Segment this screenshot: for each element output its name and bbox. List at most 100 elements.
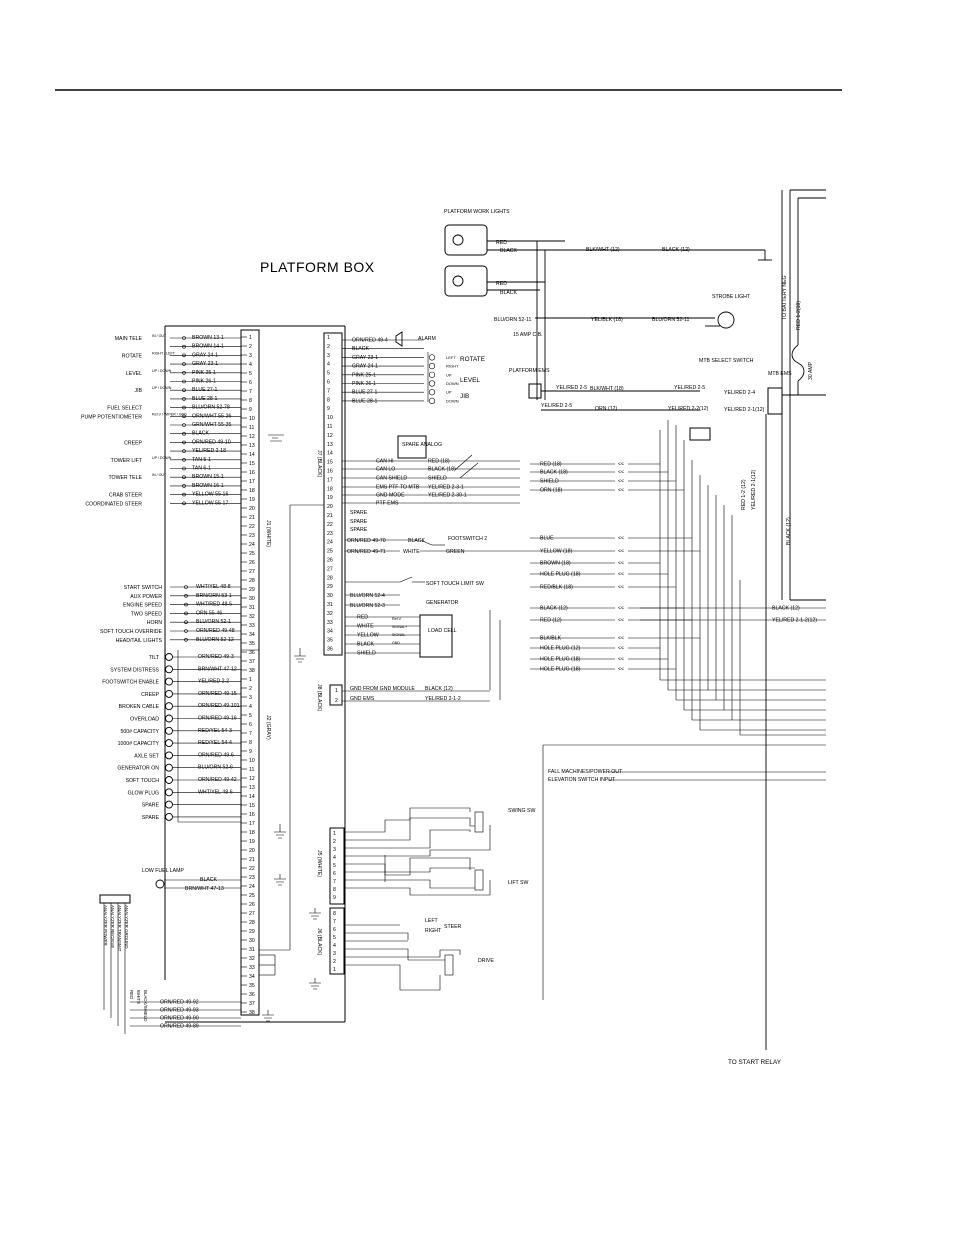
- harness-row: HOLE PLUG (18)<<: [530, 572, 668, 578]
- pin-number: 13: [249, 443, 255, 449]
- pin-number: 34: [249, 632, 255, 638]
- wire-label: GRAY 24-1: [352, 364, 378, 370]
- pin-number: 33: [327, 620, 333, 626]
- pin-number: 11: [249, 767, 254, 773]
- lamp-label: 500# CAPACITY: [120, 729, 159, 735]
- internal-jumpers: [177, 504, 324, 976]
- wire-label: HOLE PLUG (18): [540, 572, 581, 578]
- svg-text:ROTATE: ROTATE: [460, 356, 485, 363]
- pin-number: 11: [327, 424, 332, 430]
- pin-number: 37: [249, 1001, 255, 1007]
- pin-number: 8: [327, 397, 330, 403]
- pin-number: 36: [327, 647, 333, 653]
- harness-row: ORN (18)<<: [530, 488, 684, 494]
- harness-row: HOLE PLUG (18)<<: [530, 667, 676, 673]
- control-label: START SWITCH: [124, 585, 163, 591]
- pin-mark: <<: [618, 549, 624, 555]
- pin-number: 32: [249, 956, 255, 962]
- j2-label: J2 (GRAY): [265, 715, 271, 740]
- svg-text:GREEN: GREEN: [446, 549, 465, 555]
- ground-symbols: [262, 434, 321, 1022]
- loadcell-wire: WHITE: [357, 624, 374, 630]
- j7-label: J7 (BLACK): [316, 450, 322, 478]
- pin-number: 1: [249, 335, 252, 341]
- loadcell-wire: BLACK: [357, 642, 375, 648]
- wire-label: RED (18): [540, 462, 562, 468]
- pin-number: 14: [249, 794, 255, 800]
- pin-number: 26: [249, 560, 255, 566]
- pin-number: 29: [249, 587, 255, 593]
- svg-text:WHITE: WHITE: [403, 549, 420, 555]
- wire-label: PINK 26-1: [352, 381, 376, 387]
- signal-label: GND MODE: [376, 493, 405, 499]
- j1-control-row: GRAY 23-1: [170, 361, 241, 367]
- pin-number: 1: [333, 967, 336, 973]
- wire-label: YEL/RED 2-1-2(12): [772, 618, 817, 624]
- svg-text:BLU/ORN 52-11: BLU/ORN 52-11: [652, 317, 689, 323]
- pin-number: 30: [249, 938, 255, 944]
- pin-number: 3: [249, 353, 252, 359]
- pin-number: 2: [249, 686, 252, 692]
- svg-text:GENERATOR: GENERATOR: [426, 600, 459, 606]
- pin-number: 5: [249, 371, 252, 377]
- signal-label: EMS PTF TO MTB: [376, 485, 420, 491]
- control-label: HORN: [147, 620, 163, 626]
- pin-number: 36: [249, 650, 255, 656]
- loadcell-signal: Ref.V: [392, 617, 402, 621]
- soft-touch-limit: SOFT TOUCH LIMIT SW: [345, 576, 484, 587]
- pin-number: 38: [249, 668, 255, 674]
- pin-mark: <<: [618, 657, 624, 663]
- pin-number: 35: [249, 983, 255, 989]
- pin-number: 9: [333, 895, 336, 901]
- svg-text:MTB EMS: MTB EMS: [768, 371, 792, 377]
- pin-number: 20: [249, 506, 255, 512]
- pin-number: 14: [327, 451, 333, 457]
- harness-row: HOLE PLUG (12)<<: [530, 646, 660, 652]
- pin-number: 7: [249, 731, 252, 737]
- pin-number: 17: [327, 477, 333, 483]
- analyzer-wire: BLACK/SHIELD: [143, 990, 148, 1021]
- control-label: FUEL SELECT: [107, 406, 143, 412]
- pin-number: 6: [333, 927, 336, 933]
- analyzer-label: ANALYZER RECEIVE: [110, 905, 115, 948]
- j6-label: J6 (BLACK): [316, 928, 322, 956]
- wire-label: BLUE 28-1: [352, 398, 377, 404]
- pin-number: 7: [327, 388, 330, 394]
- pin-number: 8: [249, 398, 252, 404]
- pin-number: 9: [327, 406, 330, 412]
- svg-text:DRIVE: DRIVE: [478, 958, 494, 964]
- pin-number: 7: [333, 919, 336, 925]
- pin-number: 31: [327, 602, 333, 608]
- control-sub: RIGHT / LEFT: [152, 351, 176, 355]
- pin-mark: <<: [618, 646, 624, 652]
- signal-label: CAN LO: [376, 467, 395, 473]
- wire-label: RED/BLK (18): [540, 585, 573, 591]
- j1-control-row: BLUE 28-1: [170, 396, 241, 402]
- svg-text:LOAD CELL: LOAD CELL: [428, 628, 457, 634]
- control-label: CRAB STEER: [109, 493, 142, 499]
- control-sub: UP / DOWN: [152, 369, 172, 373]
- pin-number: 15: [249, 461, 255, 467]
- pin-number: 4: [333, 855, 336, 861]
- pin-number: 8: [333, 887, 336, 893]
- pin-number: 27: [249, 911, 255, 917]
- pin-number: 28: [249, 920, 255, 926]
- platform-box-title: PLATFORM BOX: [260, 259, 375, 275]
- wire-label: ORN/RED 49-93: [160, 1008, 199, 1014]
- pin-mark: <<: [618, 462, 624, 468]
